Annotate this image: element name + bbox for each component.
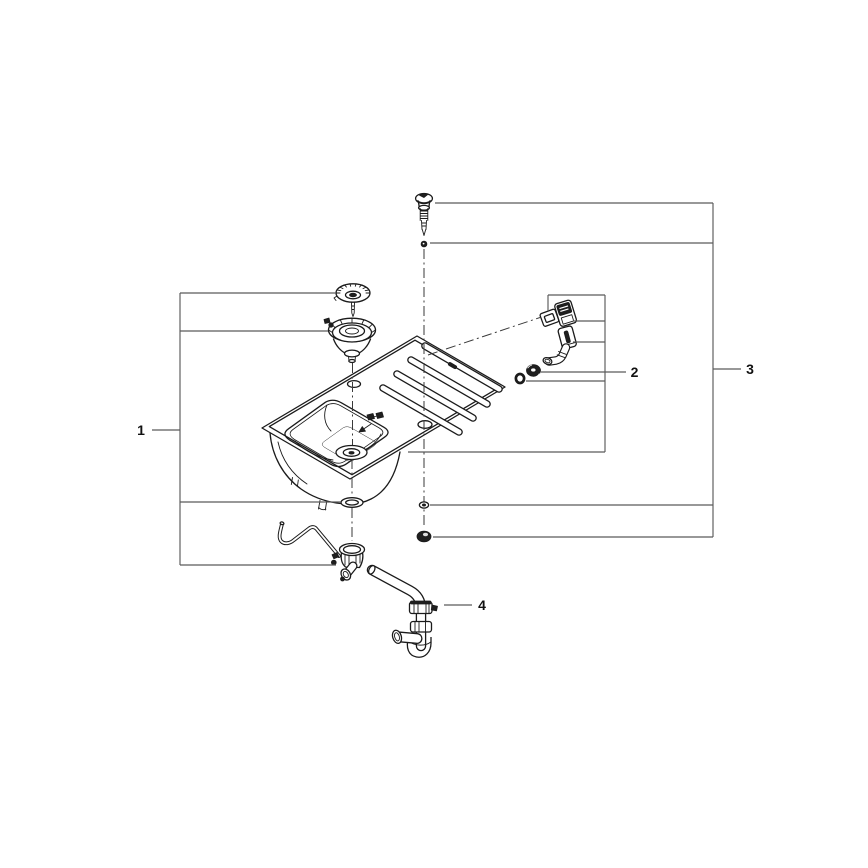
overflow-centerline xyxy=(427,317,541,356)
callout-bracket-3 xyxy=(430,202,741,538)
overflow-slot xyxy=(447,362,458,370)
trap-nut-lower xyxy=(409,620,433,633)
centerlines xyxy=(351,249,541,541)
overflow-gasket xyxy=(539,308,560,327)
mounting-washer xyxy=(418,501,430,509)
o-ring xyxy=(514,372,526,385)
callout-bracket-1 xyxy=(152,292,341,566)
strainer-waste xyxy=(323,317,377,364)
sink-unit xyxy=(261,335,506,511)
callout-label-2: 2 xyxy=(631,364,639,380)
mount-tab xyxy=(290,477,299,487)
basin-drain-hole xyxy=(335,444,368,461)
strainer-plug xyxy=(333,283,371,317)
drain-outlet-fitting xyxy=(277,521,366,582)
callout-label-4: 4 xyxy=(478,597,486,613)
overflow-cover xyxy=(554,299,578,327)
ledge-hole xyxy=(346,379,362,389)
small-fixing-nut xyxy=(420,240,428,248)
strainer-centerline xyxy=(351,363,353,541)
overflow-elbow xyxy=(542,343,571,366)
overflow-grommet xyxy=(526,364,541,378)
callout-label-3: 3 xyxy=(746,361,754,377)
callout-label-1: 1 xyxy=(137,422,145,438)
trap-nut-upper xyxy=(408,600,438,615)
callout-bracket-2 xyxy=(408,294,626,453)
blanking-plug-screw xyxy=(414,192,434,236)
install-arrow xyxy=(358,411,384,433)
mounting-nut xyxy=(416,530,432,543)
drain-gasket xyxy=(340,497,364,508)
overflow-kit xyxy=(514,299,578,385)
ledge-hole xyxy=(417,420,433,429)
siphon-trap xyxy=(366,564,438,658)
